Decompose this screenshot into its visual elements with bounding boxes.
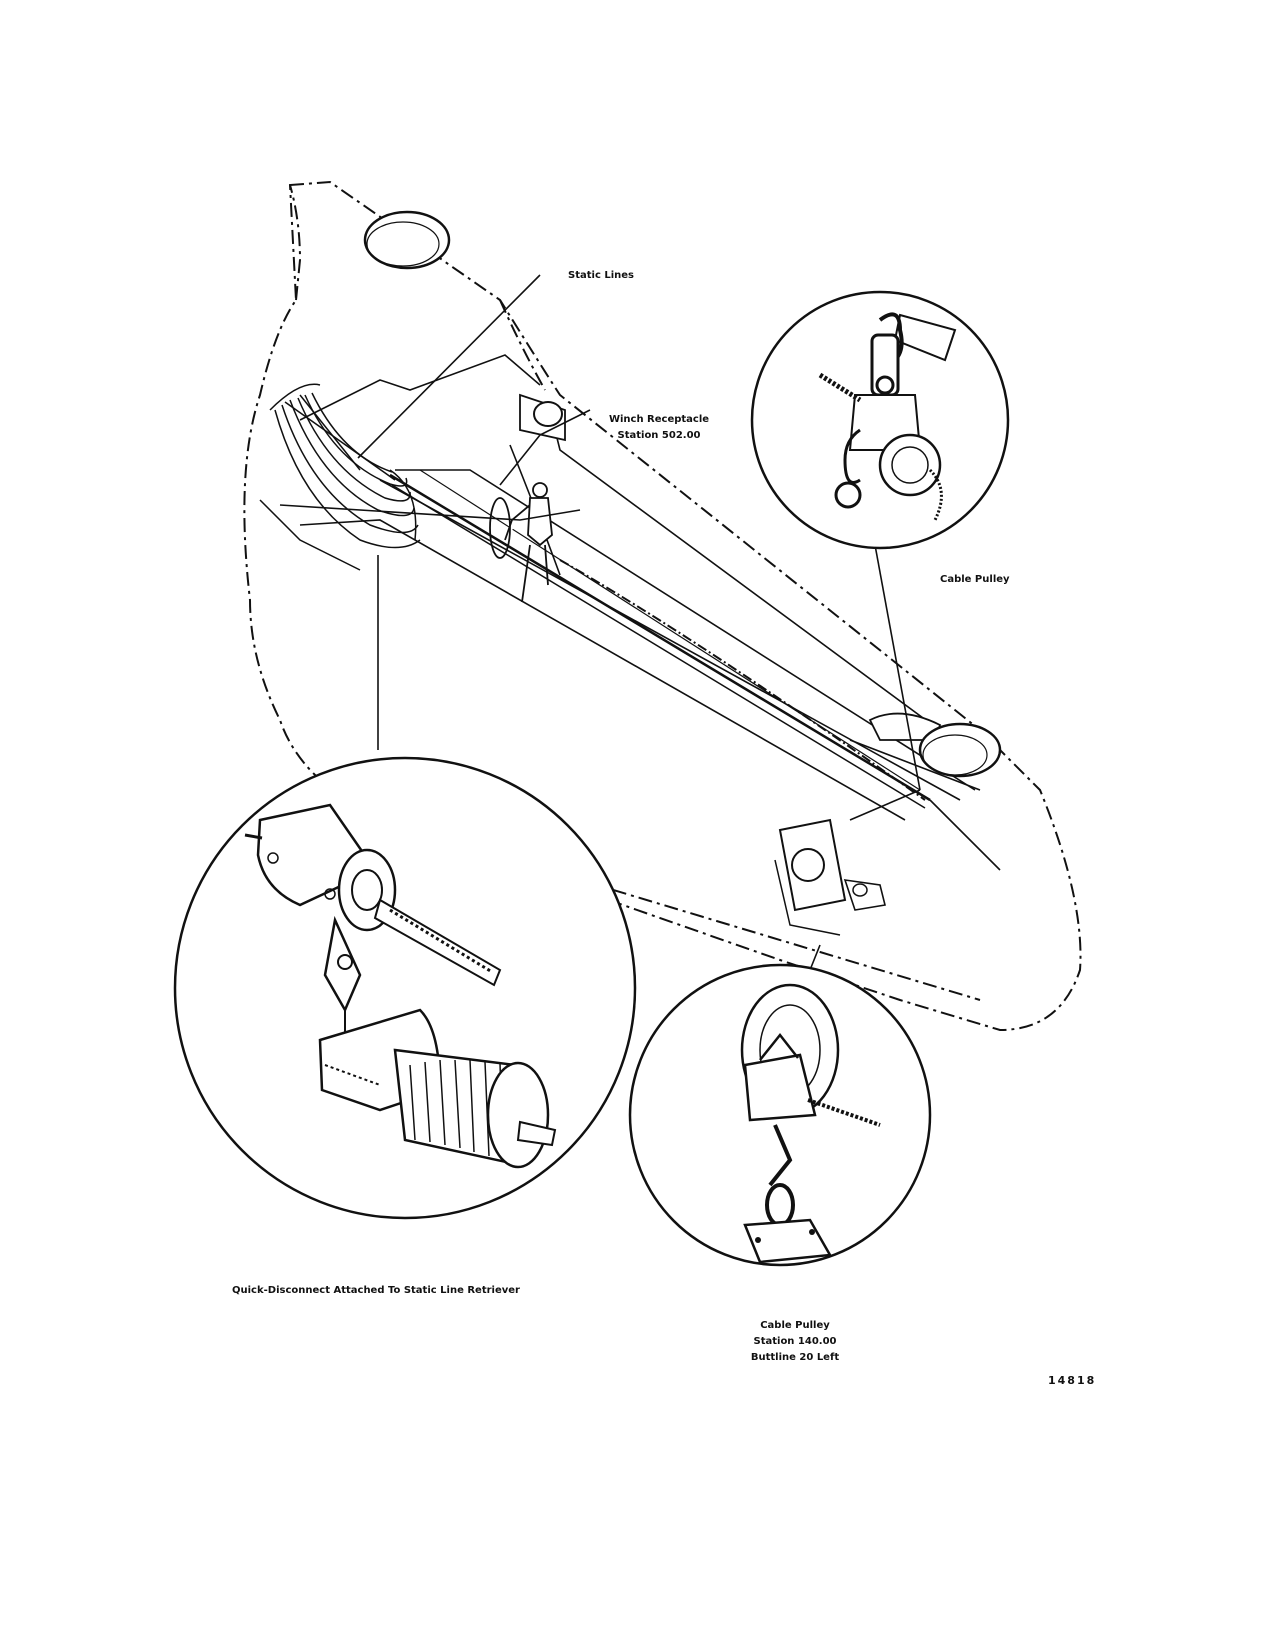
cable-pulley-detail-circle [750,290,1010,550]
winch-receptacle-line1: Winch Receptacle [608,414,710,425]
quick-disconnect-label: Quick-Disconnect Attached To Static Line… [232,1285,520,1296]
fuselage-outline [243,180,1082,1032]
stowed-static-lines [259,383,421,571]
floor-mount-plate [774,818,886,936]
static-lines-label: Static Lines [568,270,635,281]
cable-pulley-lower-line1: Cable Pulley [760,1320,830,1331]
paratrooper-figure [489,482,553,603]
winch-receptacle-label: Winch Receptacle Station 502.00 [594,412,724,444]
cable-pulley-upper-label: Cable Pulley [940,574,1010,585]
leader-lines [279,274,921,971]
cable-pulley-lower-line3: Buttline 20 Left [750,1352,840,1363]
figure-number: 14818 [1048,1374,1097,1387]
winch-receptacle-line2: Station 502.00 [617,430,701,441]
quick-disconnect-detail-circle [173,756,637,1220]
cable-pulley-lower-label: Cable Pulley Station 140.00 Buttline 20 … [735,1318,855,1366]
cable-pulley-lower-detail-circle [628,963,932,1267]
static-line-cables [389,469,931,809]
cable-pulley-lower-line2: Station 140.00 [753,1336,837,1347]
rear-hatch [868,712,1002,778]
top-hatch [363,210,451,270]
